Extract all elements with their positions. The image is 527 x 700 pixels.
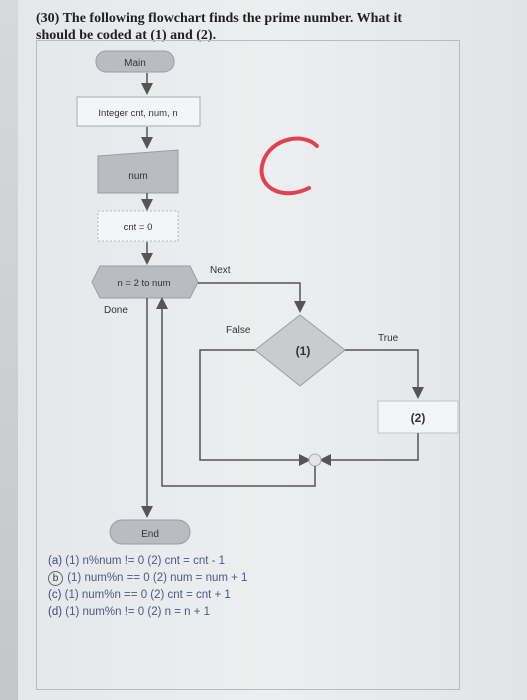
flowchart-frame	[36, 40, 460, 690]
answer-d-letter: (d)	[48, 606, 63, 618]
answer-a-text: (1) n%num != 0 (2) cnt = cnt - 1	[65, 555, 226, 567]
answer-a-letter: (a)	[48, 555, 63, 567]
question-line2: should be coded at (1) and (2).	[36, 28, 217, 43]
false-label: False	[226, 325, 251, 336]
action-label: (2)	[411, 411, 426, 425]
answer-c: (c) (1) num%n == 0 (2) cnt = cnt + 1	[48, 587, 378, 604]
question-number: (30)	[36, 11, 60, 26]
next-arrow	[198, 282, 306, 313]
init-label: cnt = 0	[124, 222, 153, 233]
false-arrow	[199, 349, 311, 466]
answer-d-text: (1) num%n != 0 (2) n = n + 1	[65, 606, 211, 618]
loop-back-arrow	[156, 297, 316, 487]
loop-box	[91, 265, 199, 299]
declaration-label: Integer cnt, num, n	[98, 108, 177, 119]
answer-options: (a) (1) n%num != 0 (2) cnt = cnt - 1 b (…	[48, 553, 378, 621]
answer-c-letter: (c)	[48, 589, 62, 601]
action-box	[377, 400, 459, 434]
end-terminal	[109, 519, 191, 545]
done-label: Done	[104, 305, 128, 316]
answer-c-text: (1) num%n == 0 (2) cnt = cnt + 1	[64, 589, 231, 601]
decision-diamond	[254, 314, 346, 387]
loop-label: n = 2 to num	[117, 278, 170, 289]
end-label: End	[141, 529, 159, 540]
next-label: Next	[210, 265, 231, 276]
answer-b: b (1) num%n == 0 (2) num = num + 1	[48, 570, 378, 587]
answer-b-text: (1) num%n == 0 (2) num = num + 1	[67, 572, 248, 584]
connector-circle	[308, 453, 322, 467]
input-box	[97, 149, 179, 194]
answer-d: (d) (1) num%n != 0 (2) n = n + 1	[48, 604, 378, 621]
true-arrow	[345, 349, 424, 399]
question-text: (30) The following flowchart finds the p…	[36, 10, 476, 44]
answer-a: (a) (1) n%num != 0 (2) cnt = cnt - 1	[48, 553, 378, 570]
handwritten-answer-mark	[259, 136, 319, 196]
declaration-box	[76, 96, 201, 127]
main-label: Main	[124, 58, 146, 69]
input-label: num	[128, 171, 147, 182]
question-line1: The following flowchart finds the prime …	[62, 11, 403, 26]
true-label: True	[378, 333, 399, 344]
true-return-arrow	[319, 433, 419, 466]
main-terminal	[95, 50, 175, 73]
answer-b-letter-circled: b	[48, 571, 63, 586]
init-box	[97, 210, 179, 242]
decision-label: (1)	[296, 344, 311, 358]
